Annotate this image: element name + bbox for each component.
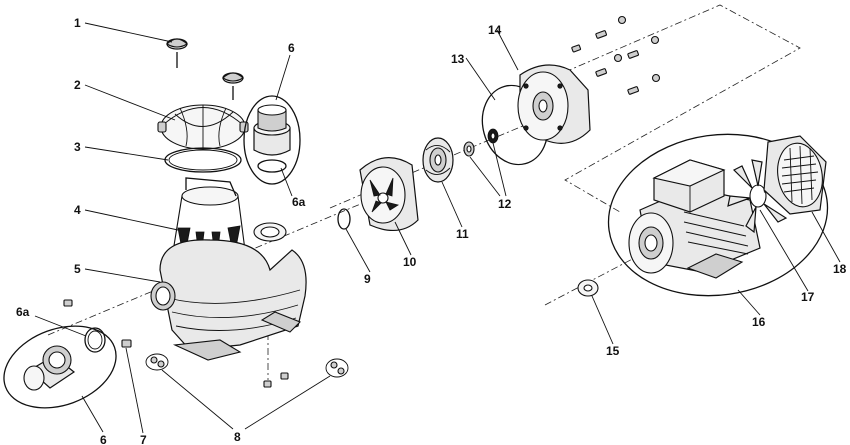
callout-7: 7 bbox=[140, 433, 147, 445]
part-7-drain-plug bbox=[121, 339, 132, 348]
part-2-transparent-lid bbox=[157, 104, 249, 150]
callout-6-top: 6 bbox=[288, 41, 295, 55]
callout-6a-top: 6a bbox=[292, 195, 306, 209]
part-14-seal-plate bbox=[517, 64, 591, 144]
part-11-impeller bbox=[422, 137, 454, 183]
part-6a-small-plug bbox=[63, 299, 73, 307]
part-6-union-fitting-top bbox=[243, 95, 301, 185]
part-6-union-fitting-left bbox=[3, 325, 117, 409]
part-9-o-ring bbox=[337, 208, 351, 230]
callout-9: 9 bbox=[364, 272, 371, 286]
part-17-cooling-fan bbox=[727, 159, 791, 234]
part-1-lid-knob bbox=[166, 38, 188, 68]
part-12-mechanical-seal bbox=[463, 128, 499, 157]
callout-3: 3 bbox=[74, 140, 81, 154]
seal-plate-bolts bbox=[571, 15, 661, 95]
callout-16: 16 bbox=[752, 315, 766, 329]
callout-15: 15 bbox=[606, 344, 620, 358]
part-10-diffuser bbox=[359, 157, 419, 231]
callout-2: 2 bbox=[74, 78, 81, 92]
callout-10: 10 bbox=[403, 255, 417, 269]
part-1-knob-duplicate bbox=[222, 72, 244, 100]
part-3-lid-o-ring bbox=[164, 147, 242, 173]
callout-11: 11 bbox=[456, 227, 469, 241]
part-8-screws bbox=[145, 353, 349, 388]
callout-18: 18 bbox=[833, 262, 847, 276]
part-5-pump-body bbox=[150, 222, 307, 361]
callout-6-bottom: 6 bbox=[100, 433, 107, 445]
part-15-washer bbox=[577, 279, 599, 297]
part-18-fan-cover bbox=[763, 135, 827, 215]
callout-6a-left: 6a bbox=[16, 305, 30, 319]
part-16-motor bbox=[607, 133, 829, 297]
callout-17: 17 bbox=[801, 290, 815, 304]
callout-labels: 1 2 3 4 5 6 6a 6a 6 7 8 9 10 11 12 13 14… bbox=[16, 16, 847, 445]
callout-8: 8 bbox=[234, 430, 241, 444]
callout-13: 13 bbox=[451, 52, 465, 66]
callout-4: 4 bbox=[74, 203, 81, 217]
callout-14: 14 bbox=[488, 23, 502, 37]
callout-5: 5 bbox=[74, 262, 81, 276]
callout-12: 12 bbox=[498, 197, 512, 211]
callout-1: 1 bbox=[74, 16, 81, 30]
part-6a-o-ring-left bbox=[84, 327, 106, 353]
leader-lines bbox=[34, 22, 841, 434]
